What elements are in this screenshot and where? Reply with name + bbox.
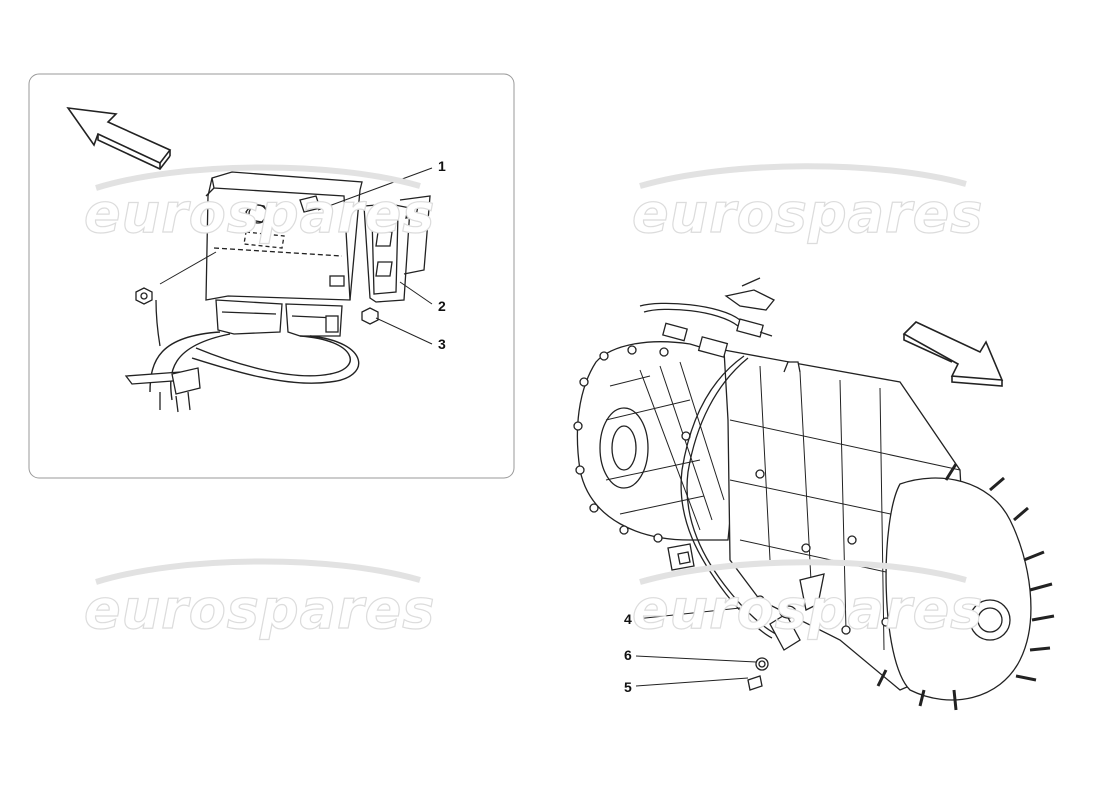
gearbox-assembly xyxy=(573,277,1055,711)
watermark-text: eurospares xyxy=(631,181,984,245)
watermark-swooshes xyxy=(95,163,967,585)
bell-housing-bolts xyxy=(573,345,691,543)
ecu-control-unit xyxy=(124,171,431,413)
callout-6: 6 xyxy=(624,647,632,663)
direction-arrow-up-left-icon xyxy=(66,106,172,170)
callout-4: 4 xyxy=(624,611,632,627)
leader-lines-inset xyxy=(159,167,433,345)
watermark-text: eurospares xyxy=(83,577,436,641)
callout-3: 3 xyxy=(438,336,446,352)
rear-flange-studs xyxy=(876,463,1055,711)
direction-arrow-down-right-icon xyxy=(902,321,1004,387)
watermark-text: eurospares xyxy=(631,577,984,641)
watermark-text: eurospares xyxy=(83,181,436,245)
callout-2: 2 xyxy=(438,298,446,314)
callout-1: 1 xyxy=(438,158,446,174)
callout-5: 5 xyxy=(624,679,632,695)
leader-lines-gearbox xyxy=(635,607,757,687)
